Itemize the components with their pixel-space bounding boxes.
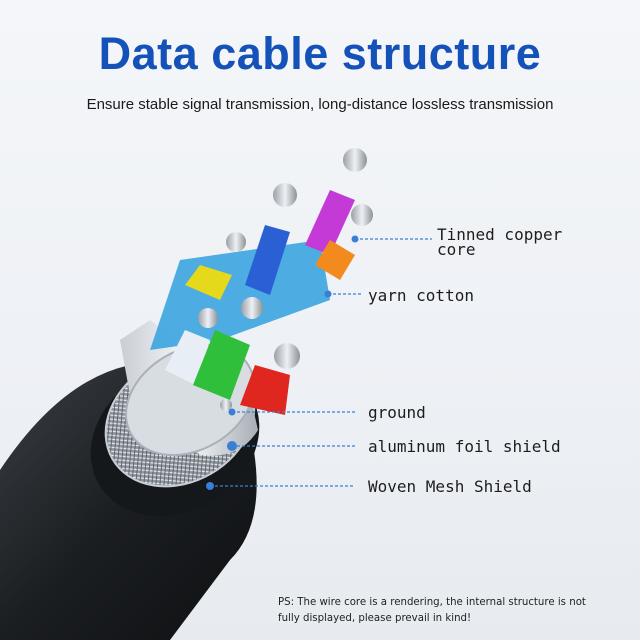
callout-yarn-cotton: yarn cotton <box>368 286 474 305</box>
core-red <box>240 365 290 415</box>
callout-tinned-copper-core: Tinned copper core <box>437 225 563 259</box>
core-magenta <box>305 190 355 255</box>
core-green <box>193 330 250 400</box>
page-subtitle: Ensure stable signal transmission, long-… <box>86 96 554 113</box>
callout-woven-mesh-shield: Woven Mesh Shield <box>368 477 532 496</box>
page-title: Data cable structure <box>98 28 542 79</box>
core-lightblue <box>150 240 330 350</box>
callout-aluminum-foil-shield: aluminum foil shield <box>368 437 561 456</box>
callout-text-line2: core <box>437 240 476 259</box>
core-blue <box>245 225 290 295</box>
callout-text-line1: Tinned copper <box>437 225 563 244</box>
core-orange <box>315 240 355 280</box>
footnote: PS: The wire core is a rendering, the in… <box>278 597 586 624</box>
callout-ground: ground <box>368 403 426 422</box>
core-yellow <box>185 265 232 300</box>
copper-end <box>343 148 367 172</box>
